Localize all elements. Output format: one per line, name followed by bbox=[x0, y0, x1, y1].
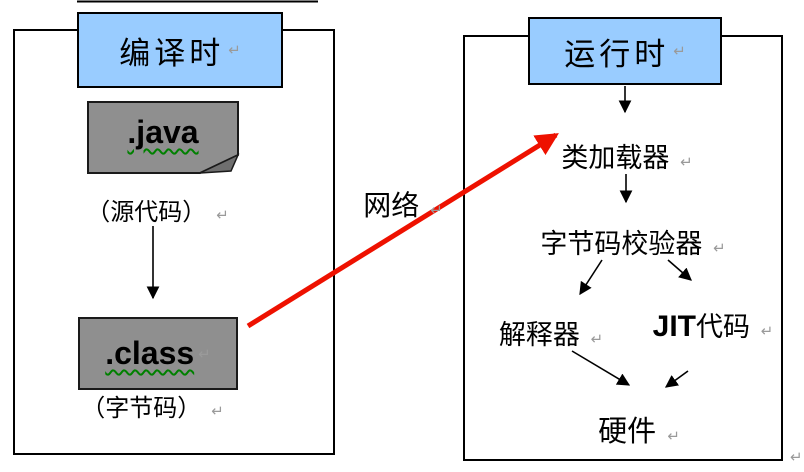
compile-time-label: 编译时 bbox=[119, 35, 225, 71]
return-mark-icon: ↵ bbox=[790, 448, 803, 466]
return-mark-icon: ↵ bbox=[228, 41, 241, 59]
compile-time-header: 编译时 ↵ bbox=[77, 12, 283, 88]
class-loader-node: 类加载器 ↵ bbox=[527, 143, 727, 177]
return-mark-icon: ↵ bbox=[680, 153, 693, 171]
return-mark-icon: ↵ bbox=[590, 330, 604, 348]
hardware-node: 硬件 ↵ bbox=[579, 417, 699, 451]
bytecode-verifier-node: 字节码校验器 ↵ bbox=[533, 229, 733, 263]
class-file-box: .class ↵ bbox=[78, 317, 238, 390]
class-loader-text: 类加载器 bbox=[561, 143, 670, 173]
jit-code-node: JIT代码 ↵ bbox=[613, 312, 804, 346]
run-time-header: 运行时 ↵ bbox=[528, 17, 722, 85]
class-file-label: .class bbox=[105, 335, 195, 371]
return-mark-icon: ↵ bbox=[198, 344, 211, 363]
java-file-label: .java bbox=[127, 114, 199, 150]
return-mark-icon: ↵ bbox=[713, 239, 726, 257]
jit-latin-text: JIT bbox=[652, 310, 697, 343]
interpreter-node: 解释器 ↵ bbox=[491, 320, 611, 354]
source-code-text: （源代码） bbox=[86, 200, 207, 226]
interpreter-text: 解释器 bbox=[498, 320, 580, 350]
hardware-text: 硬件 bbox=[598, 416, 657, 448]
jit-cjk-text: 代码 bbox=[696, 312, 751, 342]
network-label: 网络 ↵ bbox=[353, 192, 453, 225]
return-mark-icon: ↵ bbox=[430, 201, 443, 219]
run-time-label: 运行时 bbox=[564, 36, 670, 72]
network-text: 网络 bbox=[363, 191, 420, 222]
source-code-caption: （源代码） ↵ bbox=[60, 198, 255, 230]
return-mark-icon: ↵ bbox=[673, 42, 686, 60]
return-mark-icon: ↵ bbox=[211, 402, 224, 420]
compile-time-panel bbox=[13, 29, 335, 455]
bytecode-text: （字节码） bbox=[81, 396, 202, 422]
return-mark-icon: ↵ bbox=[760, 322, 774, 340]
return-mark-icon: ↵ bbox=[667, 427, 680, 445]
bytecode-verifier-text: 字节码校验器 bbox=[540, 229, 703, 259]
java-file-box: .java bbox=[88, 114, 238, 151]
return-mark-icon: ↵ bbox=[216, 206, 229, 224]
bytecode-caption: （字节码） ↵ bbox=[55, 394, 250, 426]
